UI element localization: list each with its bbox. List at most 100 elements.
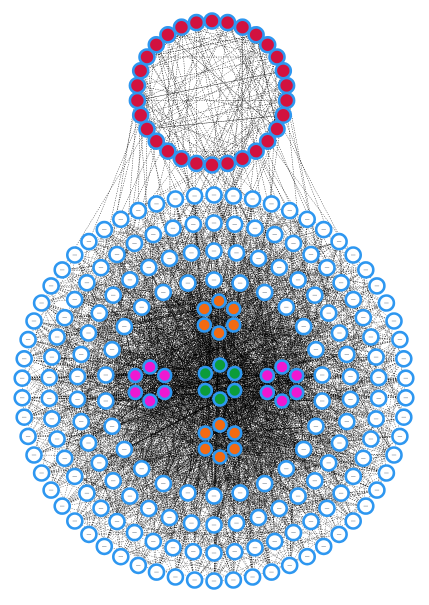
edge bbox=[74, 203, 157, 522]
edge bbox=[219, 326, 304, 400]
edge bbox=[172, 228, 364, 318]
edge bbox=[77, 163, 228, 400]
edge bbox=[135, 282, 241, 376]
graph-node bbox=[226, 425, 243, 441]
edge bbox=[164, 392, 377, 420]
edge bbox=[213, 279, 283, 368]
edge bbox=[22, 326, 304, 379]
edge bbox=[271, 546, 324, 573]
edge bbox=[156, 44, 317, 350]
edge bbox=[120, 115, 284, 557]
edge bbox=[141, 468, 215, 582]
edge bbox=[24, 417, 316, 427]
edge bbox=[274, 234, 299, 497]
edge bbox=[234, 258, 259, 391]
edge bbox=[234, 326, 304, 374]
edge bbox=[167, 34, 278, 130]
edge bbox=[112, 426, 312, 522]
edge bbox=[187, 222, 215, 493]
graph-node bbox=[233, 150, 252, 168]
edge bbox=[86, 493, 157, 573]
center-cluster-top bbox=[196, 293, 242, 341]
edge bbox=[234, 432, 287, 469]
edge bbox=[24, 312, 329, 418]
edge bbox=[234, 302, 387, 374]
edge bbox=[116, 254, 164, 484]
edge bbox=[149, 299, 354, 402]
edge bbox=[148, 267, 404, 359]
edge bbox=[116, 375, 136, 522]
edge bbox=[113, 241, 340, 296]
edge bbox=[219, 283, 241, 400]
node-layer bbox=[13, 12, 415, 590]
edge bbox=[86, 493, 324, 547]
edge bbox=[100, 324, 205, 509]
edge bbox=[267, 375, 317, 427]
edge bbox=[350, 317, 364, 377]
edge bbox=[111, 349, 235, 434]
edge bbox=[137, 56, 278, 86]
graph-node bbox=[147, 35, 166, 54]
edge bbox=[22, 243, 135, 379]
edge bbox=[22, 397, 323, 402]
graph-node bbox=[197, 365, 214, 382]
graph-node bbox=[197, 382, 214, 399]
edge bbox=[303, 326, 315, 481]
edge bbox=[164, 375, 265, 484]
edge bbox=[149, 400, 316, 427]
edge bbox=[163, 198, 253, 484]
edge bbox=[286, 320, 395, 469]
edge bbox=[51, 228, 174, 358]
graph-node bbox=[225, 301, 242, 317]
edge bbox=[141, 390, 206, 469]
edge bbox=[187, 432, 235, 494]
edge bbox=[164, 198, 253, 393]
edge bbox=[234, 426, 316, 434]
edge bbox=[156, 219, 308, 573]
edge bbox=[111, 292, 164, 350]
edge bbox=[104, 229, 189, 284]
edge bbox=[81, 398, 221, 422]
edge bbox=[112, 366, 283, 427]
edge bbox=[219, 299, 354, 458]
edge bbox=[64, 308, 205, 318]
edge bbox=[112, 390, 235, 427]
edge bbox=[74, 285, 377, 300]
edge bbox=[286, 100, 329, 314]
edge bbox=[164, 282, 241, 393]
edge bbox=[141, 307, 235, 434]
edge bbox=[213, 349, 317, 497]
graph-node bbox=[233, 18, 252, 37]
edge bbox=[116, 254, 241, 493]
edge bbox=[205, 448, 215, 497]
edge bbox=[181, 56, 278, 159]
edge bbox=[74, 299, 205, 326]
edge bbox=[234, 307, 287, 434]
edge bbox=[196, 56, 278, 164]
edge bbox=[138, 547, 256, 566]
edge bbox=[135, 326, 304, 376]
edge bbox=[191, 392, 268, 524]
edge bbox=[254, 228, 275, 542]
edge bbox=[296, 392, 324, 547]
edge bbox=[88, 400, 283, 444]
graph-node bbox=[172, 18, 191, 37]
edge bbox=[353, 472, 387, 522]
graph-node bbox=[226, 365, 243, 382]
edge bbox=[281, 377, 406, 402]
edge bbox=[264, 292, 283, 402]
edge bbox=[105, 324, 205, 402]
edge bbox=[279, 267, 354, 300]
graph-node bbox=[277, 91, 296, 110]
edge bbox=[124, 392, 165, 450]
edge bbox=[239, 375, 297, 493]
edge bbox=[296, 354, 347, 376]
edge bbox=[303, 449, 366, 507]
edge bbox=[88, 241, 354, 522]
edge bbox=[169, 258, 234, 581]
edge bbox=[41, 320, 395, 474]
top-ring-cluster bbox=[128, 12, 296, 174]
edge bbox=[213, 400, 283, 497]
edge bbox=[49, 374, 106, 399]
